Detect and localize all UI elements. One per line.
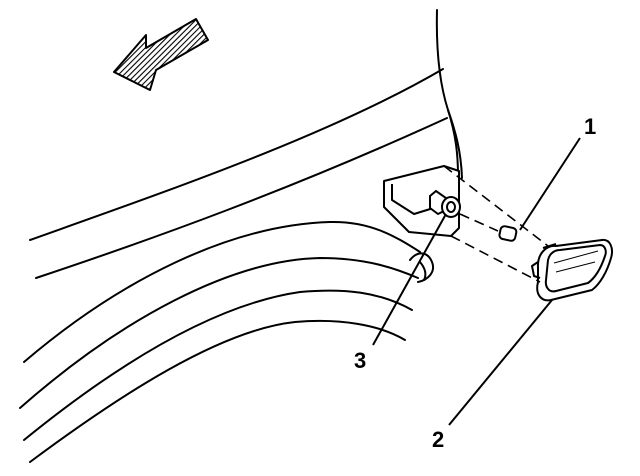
leader-lines: [372, 137, 581, 426]
fender-body: [19, 9, 463, 463]
leader-line-3: [372, 213, 447, 346]
leader-line-1: [519, 137, 581, 231]
side-marker-lamp: [531, 238, 613, 302]
front-arrow-icon: [113, 18, 209, 91]
exploded-view-guides: [443, 165, 549, 283]
callout-2: 2: [432, 427, 444, 452]
lamp-pocket: [383, 165, 460, 237]
retaining-clip: [498, 225, 518, 242]
leader-line-2: [448, 299, 553, 426]
bulb-socket: [429, 189, 461, 218]
callout-1: 1: [584, 114, 596, 139]
callout-3: 3: [354, 348, 366, 373]
